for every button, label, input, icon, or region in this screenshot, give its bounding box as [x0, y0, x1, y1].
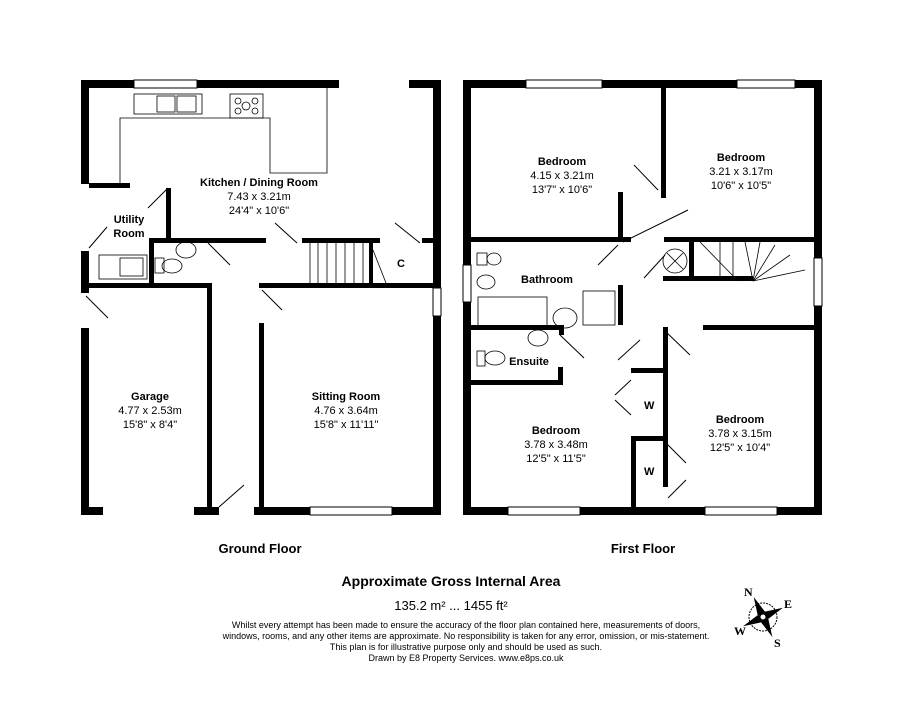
room-name: Sitting Room	[311, 391, 381, 403]
area-value: 135.2 m² ... 1455 ft²	[394, 598, 508, 613]
room-metric: 7.43 x 3.21m	[227, 191, 291, 203]
disclaimer-line: Drawn by E8 Property Services. www.e8ps.…	[368, 653, 564, 663]
disclaimer: Whilst every attempt has been made to en…	[223, 620, 710, 664]
room-ensuite: Ensuite	[509, 355, 549, 369]
disclaimer-line: This plan is for illustrative purpose on…	[329, 642, 603, 652]
room-imperial: 12'5" x 11'5"	[526, 453, 586, 465]
compass-east: E	[784, 597, 793, 611]
room-metric: 4.76 x 3.64m	[314, 405, 378, 417]
room-metric: 4.15 x 3.21m	[530, 170, 594, 182]
area-title: Approximate Gross Internal Area	[341, 573, 561, 589]
wardrobe-tag-1: W	[644, 400, 655, 412]
compass-south: S	[774, 636, 781, 650]
room-sitting: Sitting Room 4.76 x 3.64m 15'8" x 11'11"	[312, 390, 380, 432]
disclaimer-line: windows, rooms, and any other items are …	[222, 631, 710, 641]
compass-west: W	[734, 624, 746, 638]
room-imperial: 10'6" x 10'5"	[710, 180, 772, 192]
room-utility: Utility Room	[107, 213, 152, 241]
room-bedroom-4: Bedroom 3.78 x 3.15m 12'5" x 10'4"	[708, 413, 772, 455]
room-name: Bedroom	[715, 414, 765, 426]
room-imperial: 24'4" x 10'6"	[228, 205, 290, 217]
room-name: Bathroom	[521, 274, 573, 286]
room-imperial: 12'5" x 10'4"	[709, 442, 771, 454]
compass-north: N	[744, 585, 753, 599]
room-metric: 3.78 x 3.48m	[524, 439, 588, 451]
room-name: Bedroom	[537, 156, 587, 168]
ground-floor-label: Ground Floor	[218, 541, 302, 556]
first-floor-label: First Floor	[610, 541, 676, 556]
room-name: Garage	[131, 391, 169, 403]
cupboard-tag: C	[397, 258, 405, 270]
room-name: Bedroom	[716, 152, 766, 164]
room-name: Kitchen / Dining Room	[200, 177, 318, 189]
disclaimer-line: Whilst every attempt has been made to en…	[231, 620, 701, 630]
room-bedroom-2: Bedroom 3.21 x 3.17m 10'6" x 10'5"	[709, 151, 773, 193]
room-kitchen-dining: Kitchen / Dining Room 7.43 x 3.21m 24'4"…	[200, 176, 318, 218]
room-name: Utility Room	[113, 214, 145, 240]
room-name: Ensuite	[509, 356, 549, 368]
room-metric: 3.78 x 3.15m	[708, 428, 772, 440]
room-metric: 4.77 x 2.53m	[118, 405, 182, 417]
room-bedroom-3: Bedroom 3.78 x 3.48m 12'5" x 11'5"	[524, 424, 588, 466]
room-metric: 3.21 x 3.17m	[709, 166, 773, 178]
room-imperial: 13'7" x 10'6"	[531, 184, 593, 196]
wardrobe-tag-2: W	[644, 466, 655, 478]
room-name: Bedroom	[531, 425, 581, 437]
room-garage: Garage 4.77 x 2.53m 15'8" x 8'4"	[118, 390, 182, 432]
room-imperial: 15'8" x 8'4"	[122, 419, 178, 431]
room-bedroom-1: Bedroom 4.15 x 3.21m 13'7" x 10'6"	[530, 155, 594, 197]
room-bathroom: Bathroom	[521, 273, 573, 287]
room-imperial: 15'8" x 11'11"	[313, 419, 379, 431]
